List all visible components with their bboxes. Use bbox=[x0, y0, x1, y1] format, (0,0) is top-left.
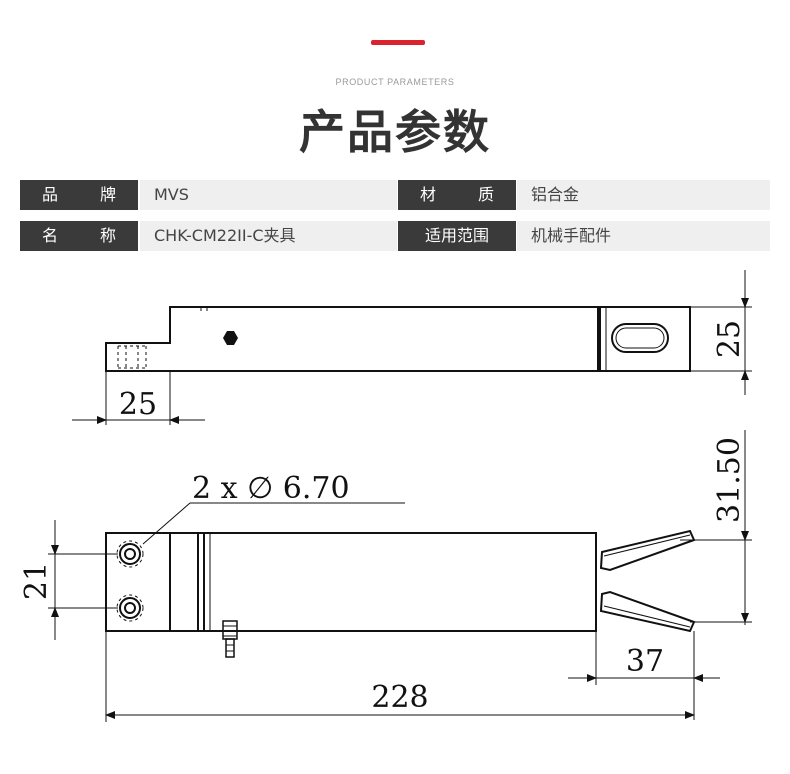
dim-top-left: 25 bbox=[119, 387, 157, 422]
section-title: 产品参数 bbox=[299, 105, 491, 159]
hole-leader bbox=[142, 502, 405, 545]
dim-top-right: 25 bbox=[712, 320, 747, 358]
param-value-material: 铝合金 bbox=[517, 180, 770, 210]
dim-hole-spacing: 21 bbox=[19, 562, 54, 600]
param-value-brand: MVS bbox=[140, 180, 397, 210]
accent-bar bbox=[371, 40, 425, 45]
dim-height: 31.50 bbox=[712, 437, 747, 523]
param-value-name: CHK-CM22II-C夹具 bbox=[140, 221, 397, 251]
technical-drawing: 25 25 2 x ∅ 6.70 bbox=[19, 270, 752, 722]
params-row: 名称 CHK-CM22II-C夹具 适用范围 机械手配件 bbox=[20, 221, 770, 251]
dim-total-length: 228 bbox=[371, 680, 428, 715]
param-label-scope: 适用范围 bbox=[398, 221, 516, 251]
section-subtitle: PRODUCT PARAMETERS bbox=[335, 77, 455, 87]
param-label-brand: 品牌 bbox=[20, 180, 138, 210]
param-value-scope: 机械手配件 bbox=[517, 221, 770, 251]
front-view bbox=[105, 529, 696, 658]
dim-hole-note: 2 x ∅ 6.70 bbox=[192, 471, 350, 506]
front-dimensions bbox=[48, 430, 752, 722]
params-row: 品牌 MVS 材质 铝合金 bbox=[20, 180, 770, 210]
param-label-name: 名称 bbox=[20, 221, 138, 251]
dim-finger-length: 37 bbox=[626, 644, 664, 679]
param-label-material: 材质 bbox=[398, 180, 516, 210]
top-dimensions bbox=[72, 270, 752, 425]
top-view bbox=[105, 306, 691, 372]
